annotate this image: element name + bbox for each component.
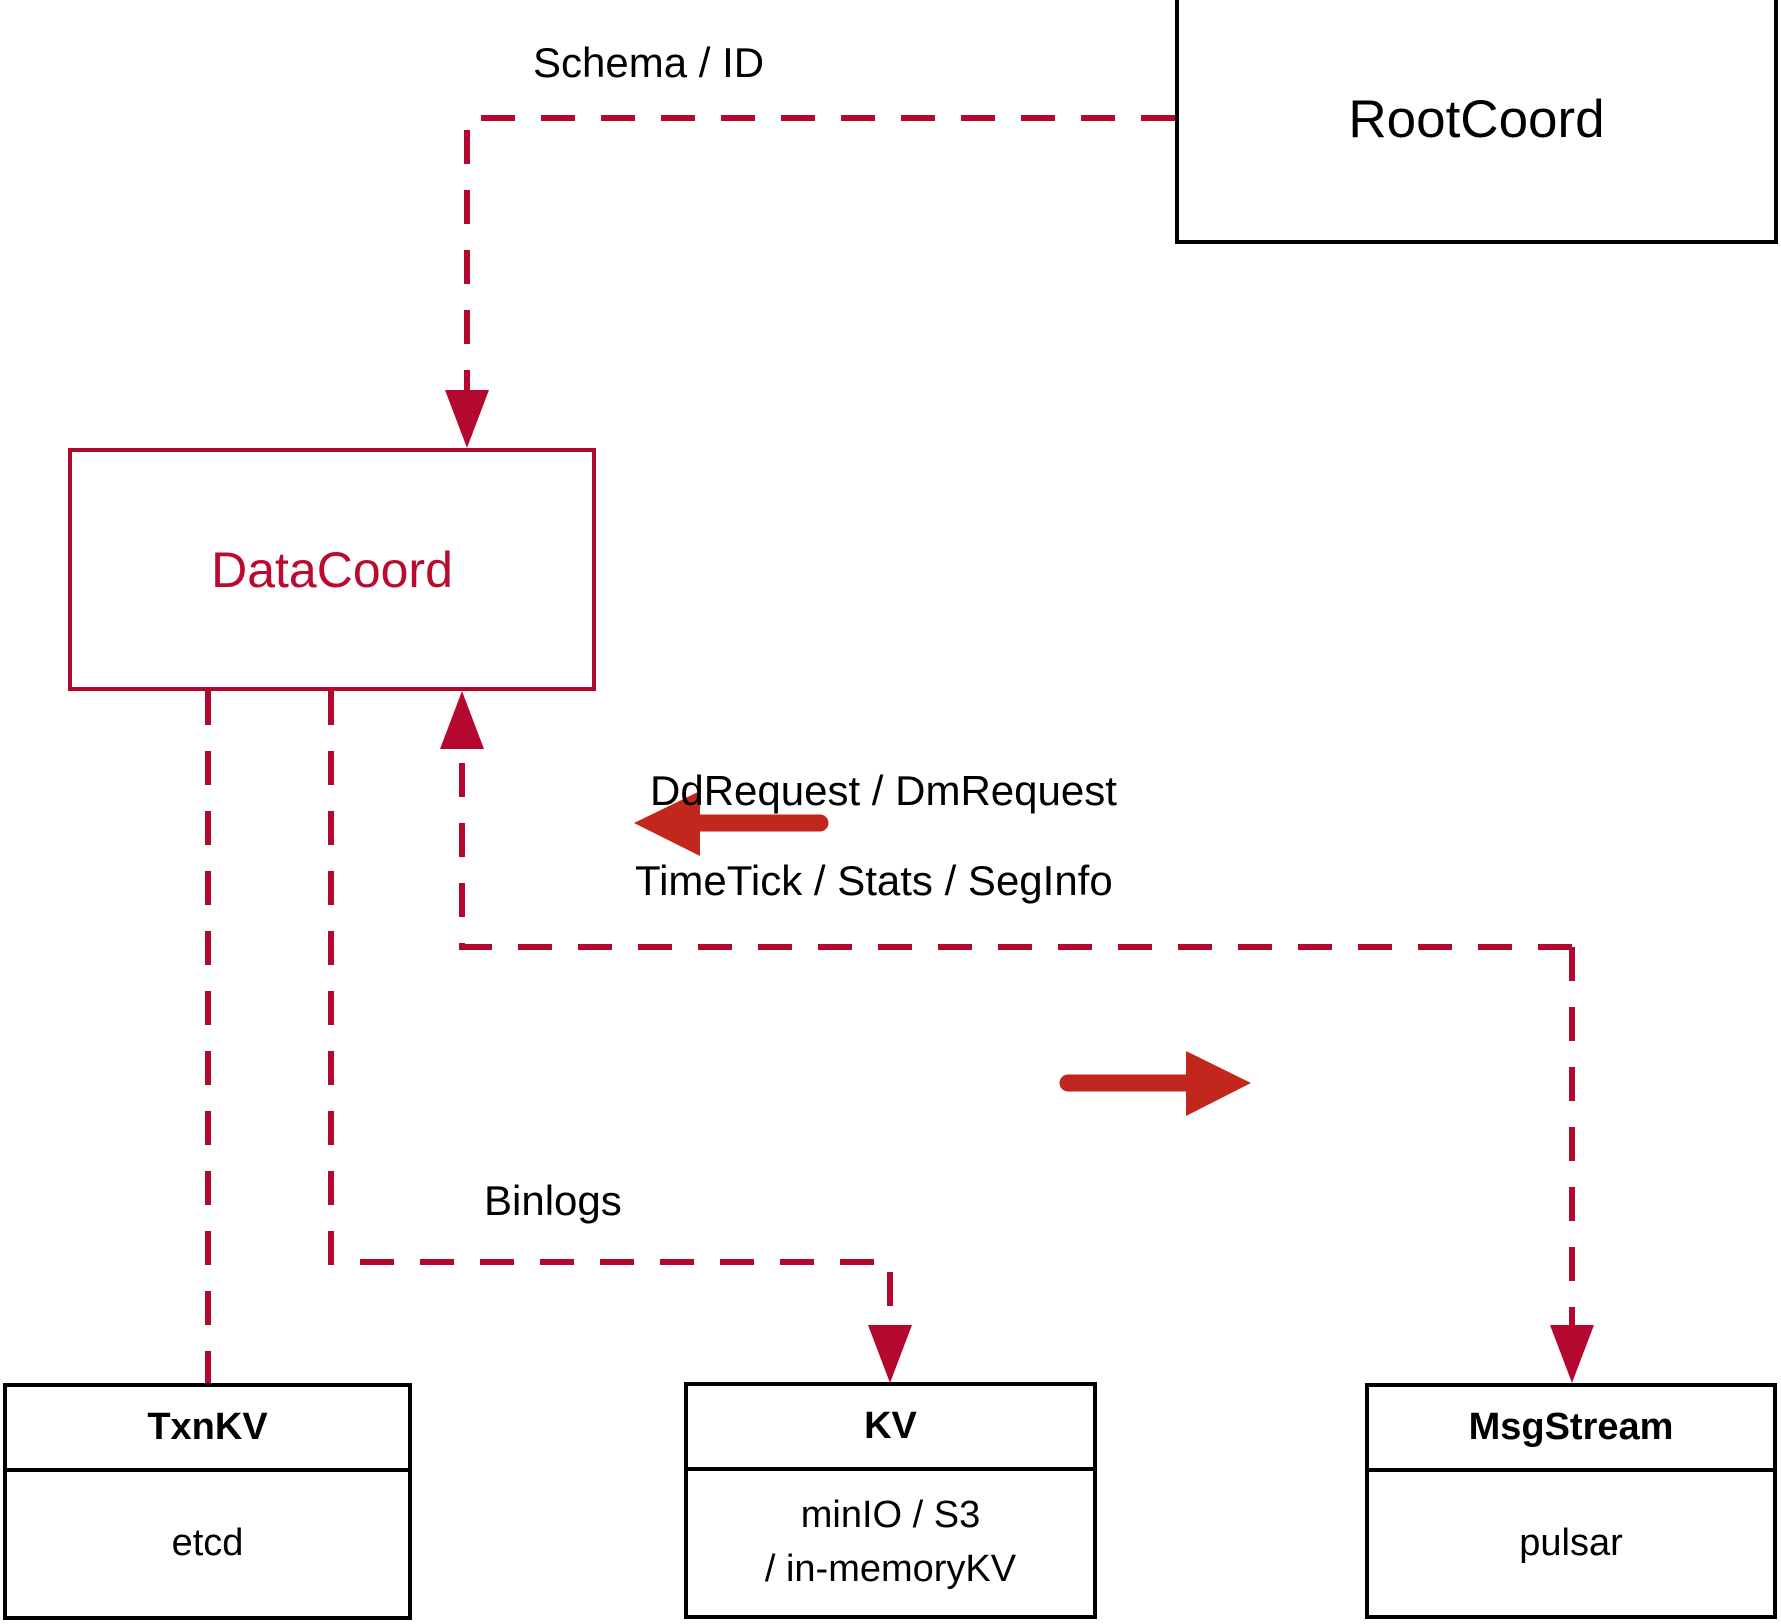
node-msgstream-line: pulsar <box>1519 1521 1623 1564</box>
edge-label-binlogs: Binlogs <box>484 1177 622 1224</box>
node-datacoord[interactable]: DataCoord <box>68 448 596 691</box>
node-txnkv[interactable]: TxnKV etcd <box>3 1383 412 1620</box>
node-msgstream[interactable]: MsgStream pulsar <box>1365 1383 1777 1619</box>
node-rootcoord-label: RootCoord <box>1348 90 1605 149</box>
node-txnkv-line: etcd <box>171 1522 244 1565</box>
edge-msgstream-datacoord-path <box>459 735 1572 950</box>
edge-msgstream-datacoord-arrowhead <box>440 691 484 749</box>
edge-schema-id-path <box>464 115 1175 405</box>
node-rootcoord[interactable]: RootCoord <box>1175 0 1778 244</box>
edge-trunk-to-msgstream-arrowhead <box>1550 1325 1594 1383</box>
node-txnkv-title: TxnKV <box>7 1387 408 1472</box>
node-kv-body: minIO / S3 / in-memoryKV <box>688 1471 1093 1615</box>
ddrequest-direction-arrow-icon <box>634 791 829 856</box>
node-kv[interactable]: KV minIO / S3 / in-memoryKV <box>684 1382 1097 1619</box>
node-datacoord-label: DataCoord <box>211 541 453 598</box>
node-msgstream-title: MsgStream <box>1369 1387 1773 1472</box>
edge-binlogs-path <box>328 691 893 1340</box>
node-kv-line: minIO / S3 <box>800 1494 981 1537</box>
edge-label-timetick: TimeTick / Stats / SegInfo <box>635 857 1113 904</box>
timetick-direction-arrow-icon <box>1059 1051 1251 1116</box>
edge-label-ddrequest: DdRequest / DmRequest <box>650 767 1117 814</box>
node-txnkv-body: etcd <box>7 1472 408 1616</box>
node-kv-line: / in-memoryKV <box>764 1548 1017 1590</box>
edge-binlogs-arrowhead <box>868 1325 912 1383</box>
node-msgstream-body: pulsar <box>1369 1472 1773 1615</box>
edge-label-schema-id: Schema / ID <box>533 39 765 86</box>
node-kv-title: KV <box>688 1386 1093 1471</box>
edge-schema-id-arrowhead <box>445 390 489 448</box>
